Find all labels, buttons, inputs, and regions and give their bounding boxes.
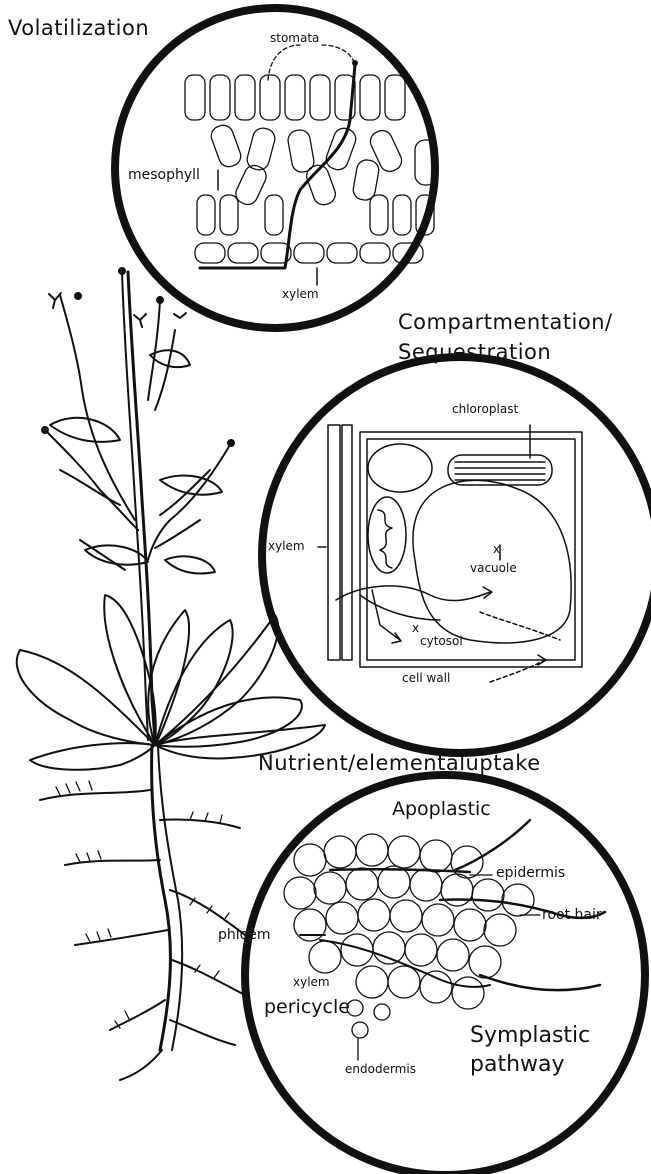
stomata-label: stomata [270, 32, 319, 44]
cell-compartment-inset [262, 357, 651, 753]
root-xylem-label: xylem [293, 976, 330, 988]
symplastic-label: Symplastic [470, 1025, 590, 1047]
nutrient-uptake-heading: Nutrient/elementaluptake [258, 753, 541, 774]
mesophyll-label: mesophyll [128, 168, 200, 182]
compartmentation-heading: Compartmentation/ [398, 312, 613, 333]
cell-xylem-label: xylem [268, 540, 305, 552]
apoplastic-label: Apoplastic [392, 800, 491, 819]
phloem-label: phloem [218, 928, 270, 942]
cytosol-x-marker: x [412, 622, 419, 634]
root-hair-label: root hair [542, 908, 602, 922]
pathway-label: pathway [470, 1054, 565, 1076]
vacuole-label: vacuole [470, 562, 517, 574]
leaf-xylem-label: xylem [282, 288, 319, 300]
sequestration-heading: Sequestration [398, 342, 551, 363]
volatilization-heading: Volatilization [8, 18, 149, 39]
pericycle-label: pericycle [264, 998, 350, 1017]
vacuole-x-marker: x [493, 543, 500, 555]
endodermis-label: endodermis [345, 1063, 416, 1075]
plant-illustration [17, 268, 325, 1080]
epidermis-label: epidermis [496, 866, 565, 880]
cell-wall-label: cell wall [402, 672, 450, 684]
cytosol-label: cytosol [420, 635, 463, 647]
chloroplast-label: chloroplast [452, 403, 518, 415]
